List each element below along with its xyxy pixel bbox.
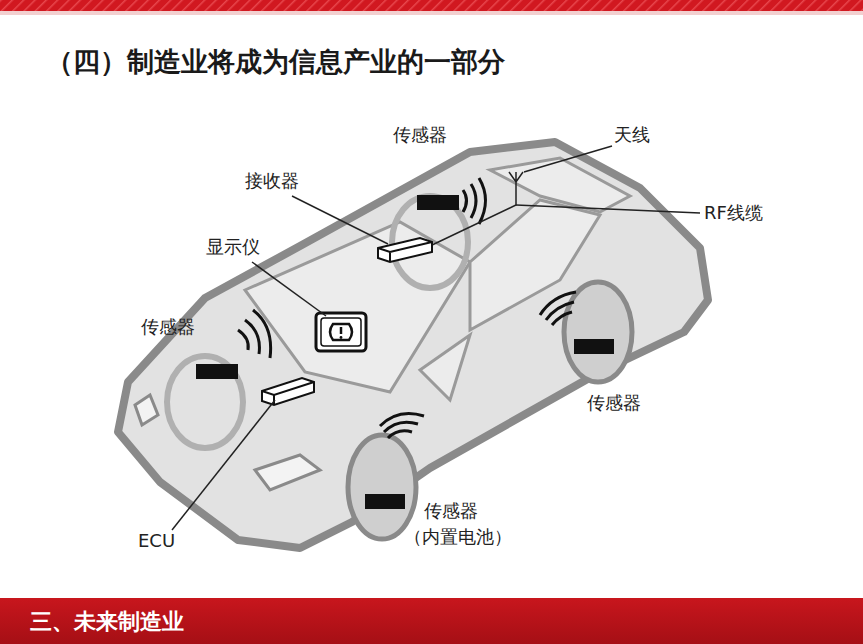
radio-waves [238,178,576,438]
part-label: 传感器 [424,500,478,522]
part-label: （内置电池） [404,526,512,548]
wheel [348,435,416,539]
headlight [255,455,320,490]
top-strip [0,0,863,11]
part-label: 接收器 [245,170,299,192]
slide-title: （四）制造业将成为信息产业的一部分 [46,44,505,80]
part-label: 传感器 [141,316,195,338]
rf-cable [430,186,516,246]
part-label: RF线缆 [704,202,763,224]
footer-band: 三、未来制造业 [0,598,863,644]
top-strip-shadow [0,11,863,15]
headlight [135,395,158,425]
sensor [417,195,459,210]
part-label: ECU [138,530,175,552]
leader-line [172,146,700,530]
antenna [509,172,523,186]
part-label: 显示仪 [206,236,260,258]
car-body [118,142,708,548]
wheel [564,282,632,382]
receiver [378,238,432,262]
sensor [574,339,614,354]
ecu [262,378,314,405]
door-window [420,335,470,400]
sensor [365,494,405,509]
section-title: 三、未来制造业 [0,598,863,637]
part-label: 天线 [614,124,650,146]
rear-window [490,158,630,212]
wheel [167,356,243,448]
display [316,313,366,351]
part-label: 传感器 [587,392,641,414]
part-label: 传感器 [393,124,447,146]
sensor [196,364,238,379]
